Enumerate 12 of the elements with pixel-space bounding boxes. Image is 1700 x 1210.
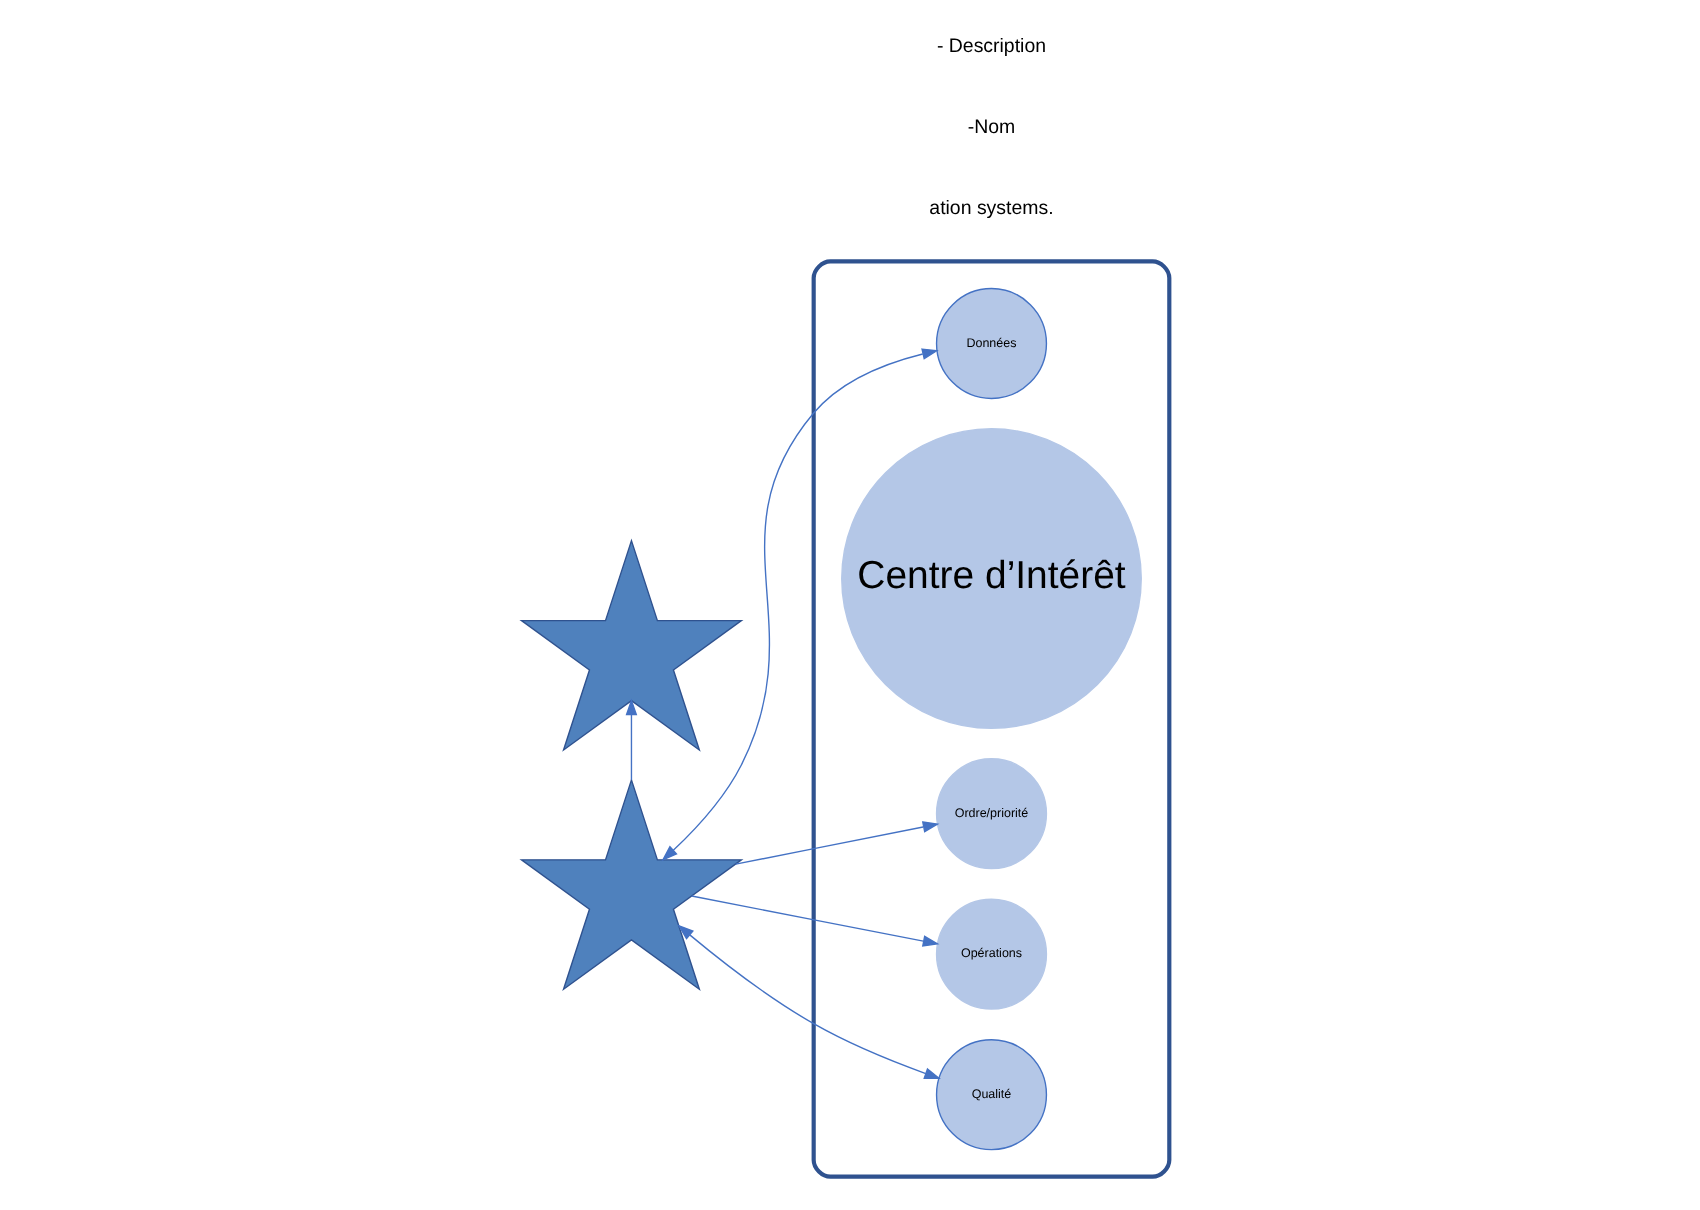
node-star xyxy=(518,777,743,992)
node-star xyxy=(518,538,743,752)
arrow xyxy=(660,348,938,862)
node-circle: Centre d’Intérêt xyxy=(840,428,1141,730)
label: ation systems. xyxy=(928,197,1053,220)
arrow xyxy=(676,924,940,1079)
label: - Description xyxy=(935,36,1046,59)
cluster xyxy=(810,259,1171,1179)
arrow xyxy=(734,821,939,865)
arrow xyxy=(624,698,637,781)
label: -Nom xyxy=(966,117,1015,140)
arrow xyxy=(690,895,939,947)
